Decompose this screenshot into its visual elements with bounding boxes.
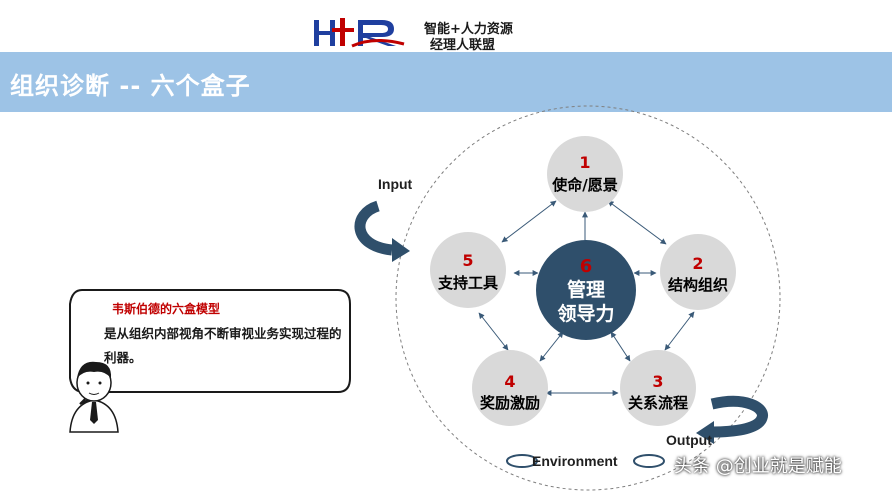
callout-body: 是从组织内部视角不断审视业务实现过程的利器。: [104, 326, 342, 365]
arrow-6-4: [539, 331, 564, 362]
arrow-2-3: [664, 311, 695, 351]
input-label: Input: [378, 176, 413, 192]
node-1-label: 使命/愿景: [551, 176, 617, 194]
watermark-text: 头条 @创业就是赋能: [674, 456, 842, 477]
box-1-mission-vision: 1 使命/愿景: [547, 136, 623, 212]
arrow-1-2: [607, 200, 667, 245]
output-label: Output: [666, 432, 712, 448]
arrow-4-5: [478, 312, 509, 351]
box-6-leadership: 6 管理 领导力: [536, 240, 636, 340]
arrow-5-1: [501, 200, 557, 243]
hr-logo-mark-icon: [314, 18, 405, 48]
node-1-number: 1: [579, 153, 590, 172]
center-number: 6: [580, 256, 593, 277]
output-arrow-icon: [696, 395, 768, 444]
logo-line-2: 经理人联盟: [430, 38, 496, 53]
node-3-label: 关系流程: [628, 394, 688, 412]
node-4-number: 4: [504, 372, 515, 391]
input-arrow-icon: [354, 200, 410, 262]
node-5-label: 支持工具: [437, 274, 498, 292]
box-4-rewards: 4 奖励激励: [472, 350, 548, 426]
callout-title: 韦斯伯德的六盒模型: [112, 302, 221, 316]
box-2-structure: 2 结构组织: [660, 234, 736, 310]
node-5-number: 5: [462, 251, 473, 270]
box-5-helpful-mechanisms: 5 支持工具: [430, 232, 506, 308]
box-3-relationships: 3 关系流程: [620, 350, 696, 426]
center-label-line-2: 领导力: [557, 302, 614, 325]
logo-line-1: 智能+人力资源: [424, 22, 513, 37]
node-2-number: 2: [692, 254, 703, 273]
page-title: 组织诊断 -- 六个盒子: [10, 72, 251, 100]
center-label-line-1: 管理: [567, 278, 605, 301]
title-banner: 组织诊断 -- 六个盒子: [0, 52, 892, 112]
hr-alliance-logo: 智能+人力资源 经理人联盟: [312, 14, 582, 54]
node-4-label: 奖励激励: [480, 394, 540, 412]
node-2-label: 结构组织: [668, 276, 728, 294]
node-3-number: 3: [652, 372, 663, 391]
arrow-6-3: [610, 331, 631, 362]
person-avatar-icon: [69, 361, 119, 433]
environment-arrows-icon: [506, 454, 665, 468]
environment-label: Environment: [532, 453, 618, 469]
environment-boundary: [395, 105, 781, 491]
